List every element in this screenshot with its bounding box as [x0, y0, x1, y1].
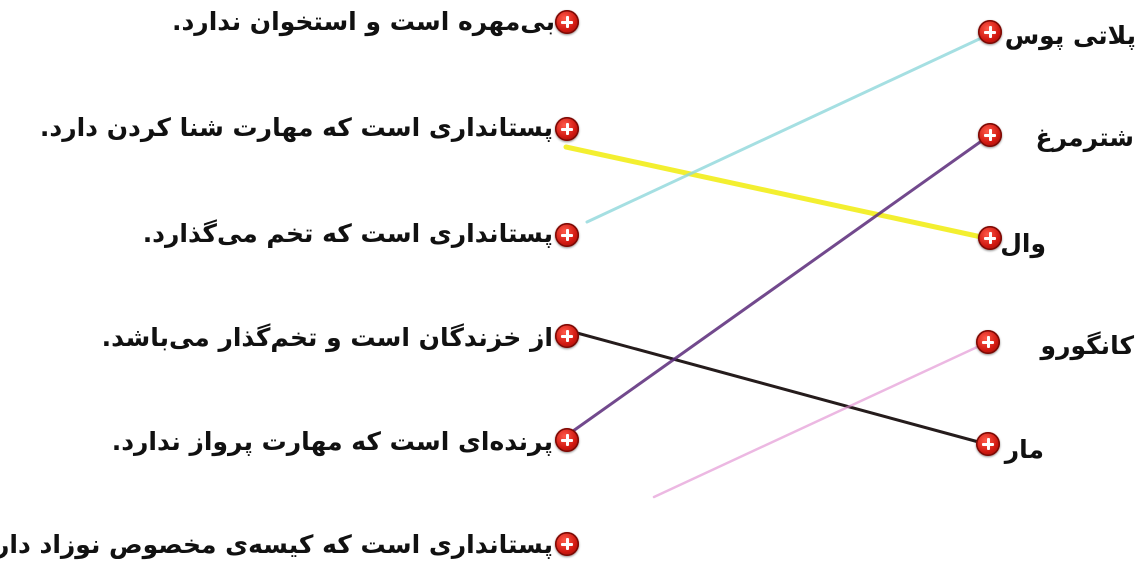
connection-line-kangaroo	[652, 340, 990, 499]
connection-line-platypus	[585, 32, 992, 224]
animal-label-2: وال	[1000, 229, 1046, 258]
connection-line-whale	[563, 144, 989, 241]
animal-label-0: پلاتی پوس	[1004, 21, 1136, 50]
definition-label-3: از خزندگان است و تخم‌گذار می‌باشد.	[101, 323, 553, 352]
definition-dot-0[interactable]	[555, 10, 579, 34]
animal-label-4: مار	[1004, 435, 1044, 464]
animal-label-1: شترمرغ	[1035, 123, 1134, 152]
animal-dot-4[interactable]	[976, 432, 1000, 456]
definition-dot-4[interactable]	[555, 428, 579, 452]
definition-dot-5[interactable]	[555, 532, 579, 556]
animal-label-3: کانگورو	[1040, 331, 1134, 360]
definition-label-4: پرنده‌ای است که مهارت پرواز ندارد.	[111, 427, 553, 456]
definition-dot-1[interactable]	[555, 117, 579, 141]
definition-dot-3[interactable]	[555, 324, 579, 348]
connection-line-snake	[564, 328, 988, 446]
connection-line-ostrich	[564, 133, 992, 438]
animal-dot-2[interactable]	[978, 226, 1002, 250]
definition-label-0: بی‌مهره است و استخوان ندارد.	[171, 7, 555, 36]
definition-dot-2[interactable]	[555, 223, 579, 247]
animal-dot-3[interactable]	[976, 330, 1000, 354]
animal-dot-1[interactable]	[978, 123, 1002, 147]
definition-label-2: پستانداری است که تخم می‌گذارد.	[142, 219, 553, 248]
definition-label-5: پستانداری است که کیسه‌ی مخصوص نوزاد دارد…	[0, 530, 553, 559]
definition-label-1: پستانداری است که مهارت شنا کردن دارد.	[39, 113, 553, 142]
animal-dot-0[interactable]	[978, 20, 1002, 44]
